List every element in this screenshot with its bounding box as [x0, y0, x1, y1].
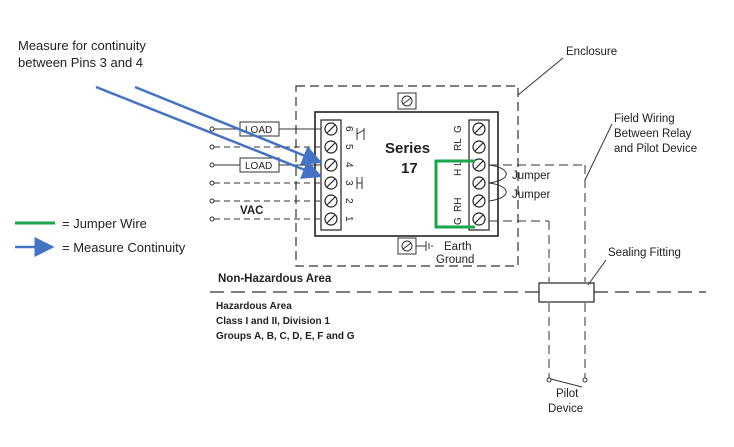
enclosure-leader — [517, 57, 564, 96]
svg-text:LOAD: LOAD — [245, 161, 272, 172]
pilot-device-switch — [546, 377, 588, 388]
left-terminal-screw-2 — [324, 194, 338, 208]
right-terminal-screw-2 — [472, 140, 486, 154]
earth-label: Earth — [444, 241, 472, 253]
left-field-wires — [209, 126, 321, 222]
non-hazardous-label: Non-Hazardous Area — [218, 273, 332, 285]
right-terminal-screw-6 — [472, 212, 486, 226]
legend-jumper-label: = Jumper Wire — [62, 216, 147, 231]
right-pin-label: RL — [453, 138, 464, 151]
measure-arrow-pin3 — [95, 85, 323, 179]
right-pin-label: H L — [453, 160, 464, 176]
series-label: Series — [385, 140, 430, 157]
svg-text:LOAD: LOAD — [245, 125, 272, 136]
load-box-1: LOAD — [239, 121, 280, 137]
right-pin-label: RH — [453, 198, 464, 212]
relay-module — [314, 111, 499, 237]
field-wiring-label-3: and Pilot Device — [614, 143, 697, 155]
vac-label: VAC — [240, 205, 263, 217]
hazardous-label: Hazardous Area — [216, 301, 292, 312]
sealing-fitting-leader — [587, 259, 607, 286]
sealing-fitting — [538, 282, 595, 303]
measure-arrow-pin4 — [134, 85, 323, 165]
sealing-fitting-label: Sealing Fitting — [608, 247, 681, 259]
right-pin-label: G — [453, 125, 464, 133]
left-terminal-screw-1 — [324, 212, 338, 226]
left-pin-label: 4 — [343, 162, 354, 168]
enclosure-label: Enclosure — [566, 46, 617, 58]
right-terminal-screw-4 — [472, 176, 486, 190]
right-pin-label: G — [453, 217, 464, 225]
left-terminal-screw-5 — [324, 140, 338, 154]
measure-note-line1: Measure for continuity — [18, 38, 146, 53]
right-terminal-screw-3 — [472, 158, 486, 172]
load-box-2: LOAD — [239, 157, 280, 173]
jumper-loops — [488, 164, 507, 202]
green-jumper-wire — [434, 159, 475, 229]
jumper-label-1: Jumper — [512, 170, 551, 182]
legend-measure-label: = Measure Continuity — [62, 240, 186, 255]
pilot-field-wiring — [489, 164, 586, 378]
left-terminal-screw-3 — [324, 176, 338, 190]
left-terminal-screw-6 — [324, 122, 338, 136]
series-number: 17 — [401, 160, 418, 177]
right-terminal-screw-1 — [472, 122, 486, 136]
enclosure-outline — [295, 85, 519, 267]
nc-contact-symbol — [356, 128, 365, 140]
left-pin-label: 2 — [343, 198, 354, 204]
measure-note-line2: between Pins 3 and 4 — [18, 55, 143, 70]
class-label: Class I and II, Division 1 — [216, 316, 330, 327]
top-mount-screw — [397, 92, 417, 110]
ground-label: Ground — [436, 254, 474, 266]
left-terminal-screw-4 — [324, 158, 338, 172]
no-contact-symbol — [356, 177, 363, 189]
field-wiring-leader — [584, 123, 613, 181]
left-pin-label: 5 — [343, 144, 354, 150]
left-pin-label: 6 — [343, 126, 354, 132]
earth-ground-screw — [397, 237, 433, 255]
left-pin-label: 3 — [343, 180, 354, 186]
device-label: Device — [548, 403, 583, 415]
groups-label: Groups A, B, C, D, E, F and G — [216, 331, 355, 342]
field-wiring-label-2: Between Relay — [614, 128, 692, 140]
pilot-label: Pilot — [556, 388, 579, 400]
right-terminal-screw-5 — [472, 194, 486, 208]
jumper-label-2: Jumper — [512, 189, 551, 201]
left-pin-label: 1 — [343, 216, 354, 222]
field-wiring-label-1: Field Wiring — [614, 113, 675, 125]
